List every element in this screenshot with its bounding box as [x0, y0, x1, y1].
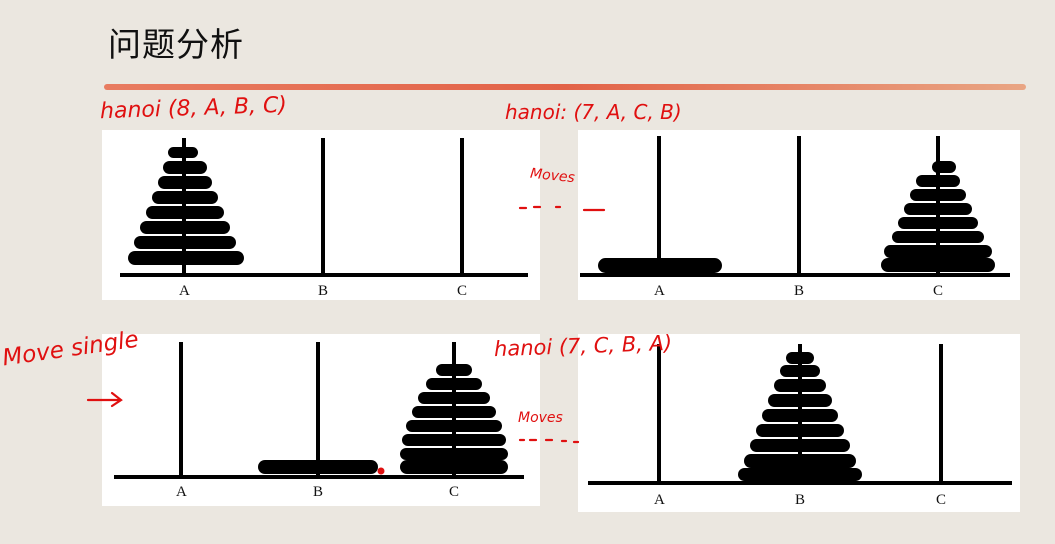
- base: [580, 273, 1010, 277]
- peg-label-b: B: [313, 484, 323, 500]
- base: [588, 481, 1012, 485]
- base: [120, 273, 528, 277]
- peg-c: [460, 138, 464, 276]
- peg-label-b: B: [795, 492, 805, 508]
- annotation-call-top-right: hanoi: (7, A, C, B): [505, 100, 682, 124]
- peg-b: [797, 136, 801, 276]
- panel-top-right: A B C: [578, 130, 1020, 300]
- slide-title: 问题分析: [108, 25, 244, 64]
- peg-label-c: C: [936, 492, 946, 508]
- large-disk: [258, 460, 378, 474]
- disk-stack: [881, 161, 995, 272]
- large-disk: [598, 258, 722, 273]
- panel-bottom-left: A B C: [102, 334, 540, 506]
- hanoi-figure-top-left: A B C: [120, 138, 528, 299]
- hanoi-figure-bottom-right: A B C: [588, 344, 1012, 508]
- peg-a: [657, 344, 661, 484]
- peg-c: [939, 344, 943, 484]
- peg-label-b: B: [794, 283, 804, 299]
- disk-stack: [738, 352, 862, 481]
- base: [114, 475, 524, 479]
- ink-dot: [377, 467, 385, 475]
- peg-b: [321, 138, 325, 276]
- disk-stack: [128, 147, 244, 265]
- peg-label-c: C: [933, 283, 943, 299]
- peg-a: [179, 342, 183, 478]
- peg-a: [657, 136, 661, 276]
- peg-label-c: C: [449, 484, 459, 500]
- peg-label-a: A: [654, 283, 665, 299]
- title-divider: [104, 84, 1026, 90]
- annotation-moves-bottom: Moves: [518, 410, 563, 426]
- dash-marks-bottom: [518, 438, 580, 444]
- disk-stack: [400, 364, 508, 474]
- dash-marks-top: [518, 205, 606, 212]
- peg-label-b: B: [318, 283, 328, 299]
- peg-label-a: A: [654, 492, 665, 508]
- peg-b: [316, 342, 320, 478]
- hanoi-figure-bottom-left: A B C: [114, 342, 524, 500]
- peg-label-c: C: [457, 283, 467, 299]
- hanoi-figure-top-right: A B C: [580, 136, 1010, 299]
- peg-label-a: A: [176, 484, 187, 500]
- panel-bottom-right: A B C: [578, 334, 1020, 512]
- peg-label-a: A: [179, 283, 190, 299]
- panel-top-left: A B C: [102, 130, 540, 300]
- arrow-icon: [86, 391, 123, 408]
